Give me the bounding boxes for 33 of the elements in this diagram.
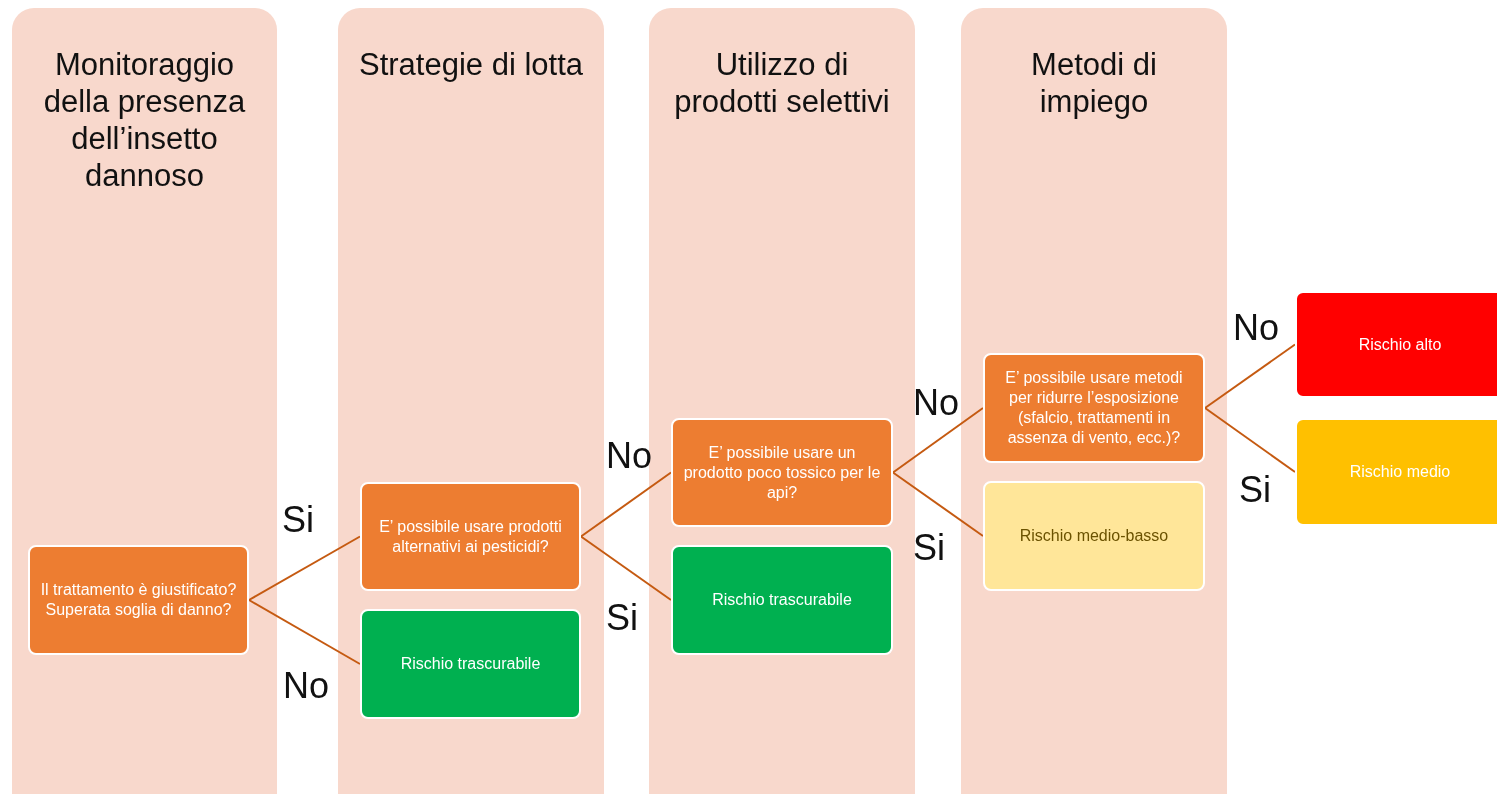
connector-line xyxy=(580,535,672,601)
outcome-box: Rischio medio-basso xyxy=(983,481,1205,591)
edge-label: Si xyxy=(913,528,945,568)
edge-label: Si xyxy=(282,500,314,540)
edge-label: No xyxy=(1233,308,1280,348)
outcome-box: Rischio medio xyxy=(1295,418,1497,526)
question-box: E’ possibile usare metodi per ridurre l’esposizione (sfalcio, trattamenti in assenza di vento, ecc.)? xyxy=(983,353,1205,463)
outcome-box: Rischio trascurabile xyxy=(360,609,581,719)
column-heading: Strategie di lotta xyxy=(358,46,584,83)
column-heading: Monitoraggio della presenza dell’insetto dannoso xyxy=(42,46,247,194)
connector-line xyxy=(1204,407,1296,473)
connector-line xyxy=(1204,343,1296,409)
edge-label: No xyxy=(283,666,330,706)
edge-label: No xyxy=(913,383,960,423)
connector-line xyxy=(892,471,984,537)
column-band xyxy=(961,8,1227,794)
column-band xyxy=(649,8,915,794)
connector-line xyxy=(248,535,361,601)
question-box: E’ possibile usare un prodotto poco tossico per le api? xyxy=(671,418,893,527)
column-band xyxy=(338,8,604,794)
column-band xyxy=(12,8,277,794)
edge-label: No xyxy=(606,436,653,476)
edge-label: Si xyxy=(1239,470,1271,510)
connector-line xyxy=(580,471,672,538)
column-heading: Metodi di impiego xyxy=(1030,46,1158,120)
question-box: Il trattamento è giustificato? Superata soglia di danno? xyxy=(28,545,249,655)
column-heading: Utilizzo di prodotti selettivi xyxy=(673,46,891,120)
connector-line xyxy=(248,599,361,665)
question-box: E’ possibile usare prodotti alternativi ai pesticidi? xyxy=(360,482,581,591)
outcome-box: Rischio alto xyxy=(1295,291,1497,398)
outcome-box: Rischio trascurabile xyxy=(671,545,893,655)
edge-label: Si xyxy=(606,598,638,638)
connector-line xyxy=(892,407,984,474)
